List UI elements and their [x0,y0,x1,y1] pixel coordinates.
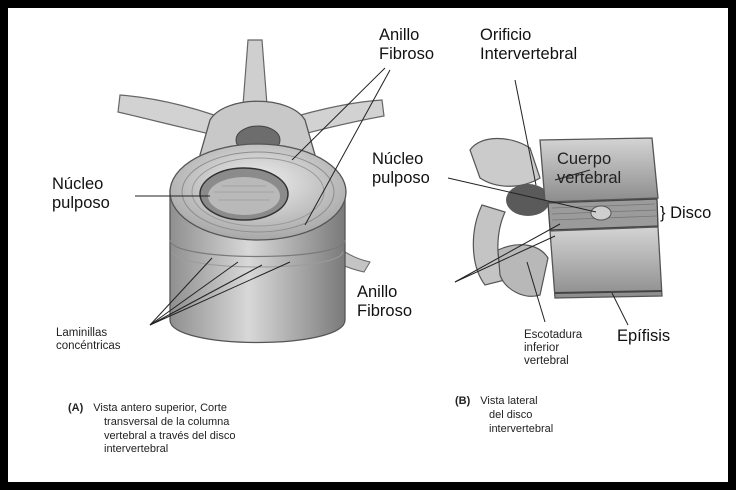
label-nucleo-pulposo-a: Núcleo pulposo [52,175,110,213]
caption-b-line3: intervertebral [455,423,553,437]
caption-a-line2: transversal de la columna [68,416,235,430]
label-orificio-line1: Orificio [480,26,577,45]
label-cuerpo-vertebral: Cuerpo vertebral [557,150,621,188]
caption-a-line1: Vista antero superior, Corte [93,402,227,414]
label-anillo-b-line1: Anillo [357,283,412,302]
caption-a-letter: (A) [68,402,83,414]
caption-b: (B) Vista lateral del disco intervertebra… [455,395,553,436]
label-anillo-a-line1: Anillo [379,26,434,45]
label-escotadura-line2: inferior [524,342,582,355]
label-laminillas-line1: Laminillas [56,327,121,340]
label-nucleo-b-line2: pulposo [372,169,430,188]
label-orificio-intervertebral: Orificio Intervertebral [480,26,577,64]
label-nucleo-a-line1: Núcleo [52,175,110,194]
caption-a-line4: intervertebral [68,443,235,457]
label-disco: } Disco [660,204,711,223]
caption-a-line3: vertebral a través del disco [68,430,235,444]
label-orificio-line2: Intervertebral [480,45,577,64]
caption-b-letter: (B) [455,395,470,407]
label-anillo-fibroso-a: Anillo Fibroso [379,26,434,64]
caption-a: (A) Vista antero superior, Corte transver… [68,402,235,457]
label-escotadura: Escotadura inferior vertebral [524,329,582,369]
label-laminillas-line2: concéntricas [56,340,121,353]
label-nucleo-pulposo-b: Núcleo pulposo [372,150,430,188]
label-escotadura-line1: Escotadura [524,329,582,342]
label-cuerpo-line1: Cuerpo [557,150,621,169]
label-nucleo-b-line1: Núcleo [372,150,430,169]
label-nucleo-a-line2: pulposo [52,194,110,213]
label-cuerpo-line2: vertebral [557,169,621,188]
caption-b-line2: del disco [455,409,553,423]
label-laminillas: Laminillas concéntricas [56,327,121,353]
label-anillo-b-line2: Fibroso [357,302,412,321]
caption-b-line1: Vista lateral [480,395,537,407]
label-anillo-fibroso-b: Anillo Fibroso [357,283,412,321]
label-anillo-a-line2: Fibroso [379,45,434,64]
vertebra-a [118,40,384,343]
label-epifisis: Epífisis [617,327,670,346]
label-escotadura-line3: vertebral [524,355,582,368]
